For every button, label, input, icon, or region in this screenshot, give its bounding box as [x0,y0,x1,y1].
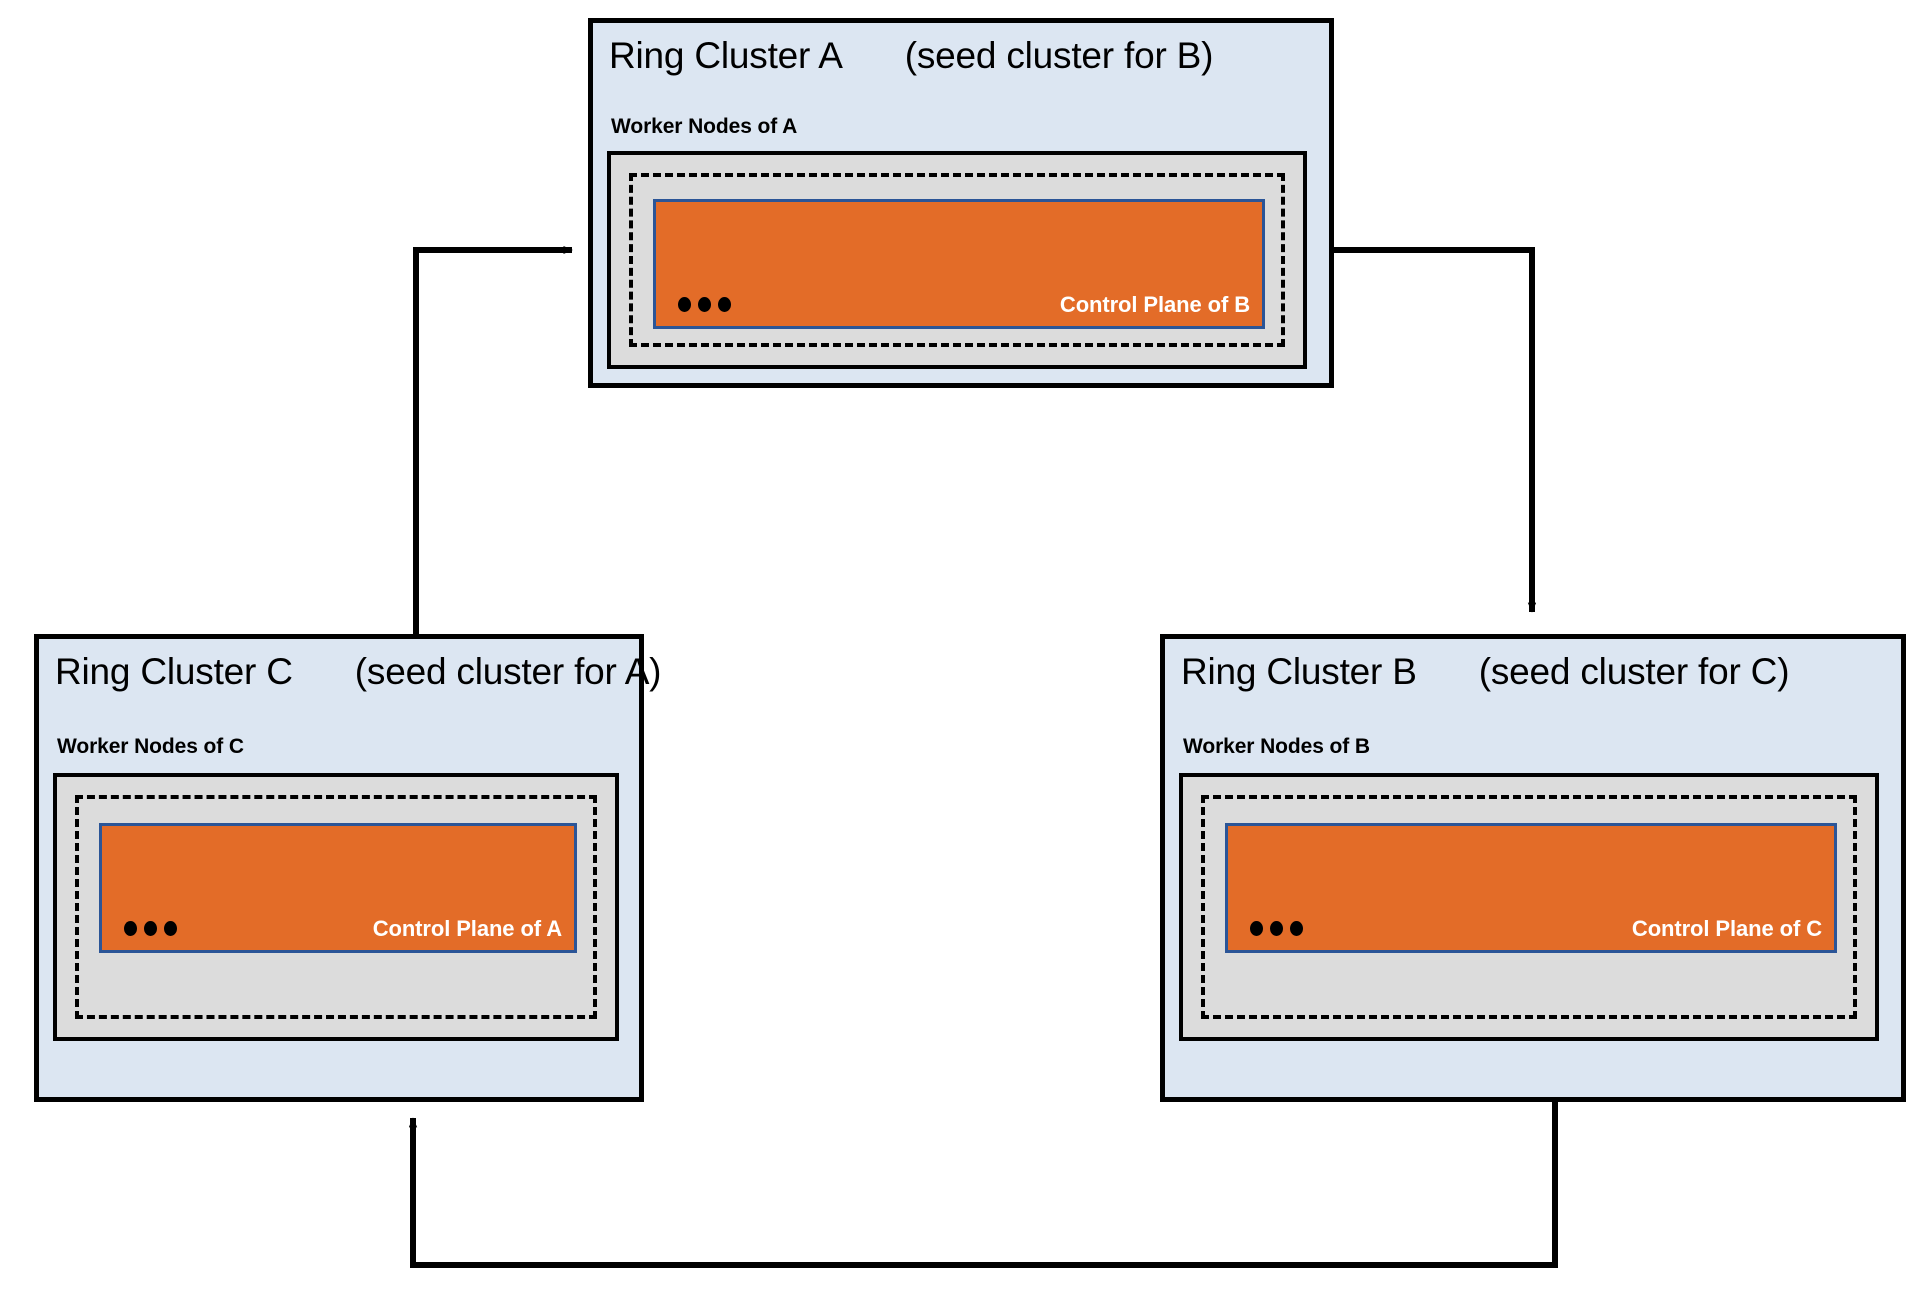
cluster-c-worker-nodes-box[interactable]: Control Plane of A [53,773,619,1041]
cluster-a-worker-label: Worker Nodes of A [611,115,798,138]
cluster-b-title: Ring Cluster B [1181,651,1417,692]
cluster-a-worker-nodes-box[interactable]: Control Plane of B [607,151,1307,369]
cluster-a-dashed-boundary [629,173,1285,347]
cluster-b-control-plane-box[interactable]: Control Plane of C [1225,823,1837,953]
cluster-c-control-plane-label: Control Plane of A [372,916,562,941]
cluster-a-control-plane-label: Control Plane of B [1059,292,1250,317]
cluster-c-title: Ring Cluster C [55,651,293,692]
ring-cluster-a[interactable]: Ring Cluster A (seed cluster for B) Work… [588,18,1334,388]
cluster-b-seed-note: (seed cluster for C) [1478,651,1790,692]
cluster-c-ellipsis-dots [124,921,177,936]
cluster-a-control-plane-box[interactable]: Control Plane of B [653,199,1265,329]
cluster-b-title-row: Ring Cluster B (seed cluster for C) [1181,651,1891,693]
cluster-a-title: Ring Cluster A [609,35,843,76]
cluster-b-worker-label: Worker Nodes of B [1183,735,1370,758]
cluster-c-seed-note: (seed cluster for A) [354,651,662,692]
cluster-c-control-plane-box[interactable]: Control Plane of A [99,823,577,953]
arrow-b-to-c [408,1102,1558,1268]
cluster-b-control-plane-label: Control Plane of C [1631,916,1822,941]
arrow-a-to-b [1334,247,1537,613]
cluster-a-ellipsis-dots [678,297,731,312]
cluster-b-dashed-boundary [1201,795,1857,1019]
cluster-b-ellipsis-dots [1250,921,1303,936]
cluster-a-title-row: Ring Cluster A (seed cluster for B) [609,35,1319,77]
cluster-c-dashed-boundary [75,795,597,1019]
cluster-b-worker-nodes-box[interactable]: Control Plane of C [1179,773,1879,1041]
cluster-c-title-row: Ring Cluster C (seed cluster for A) [55,651,661,693]
cluster-c-worker-label: Worker Nodes of C [57,735,244,758]
cluster-a-seed-note: (seed cluster for B) [904,35,1214,76]
ring-cluster-c[interactable]: Ring Cluster C (seed cluster for A) Work… [34,634,661,1102]
arrow-c-to-a [413,246,573,634]
ring-cluster-b[interactable]: Ring Cluster B (seed cluster for C) Work… [1160,634,1906,1102]
